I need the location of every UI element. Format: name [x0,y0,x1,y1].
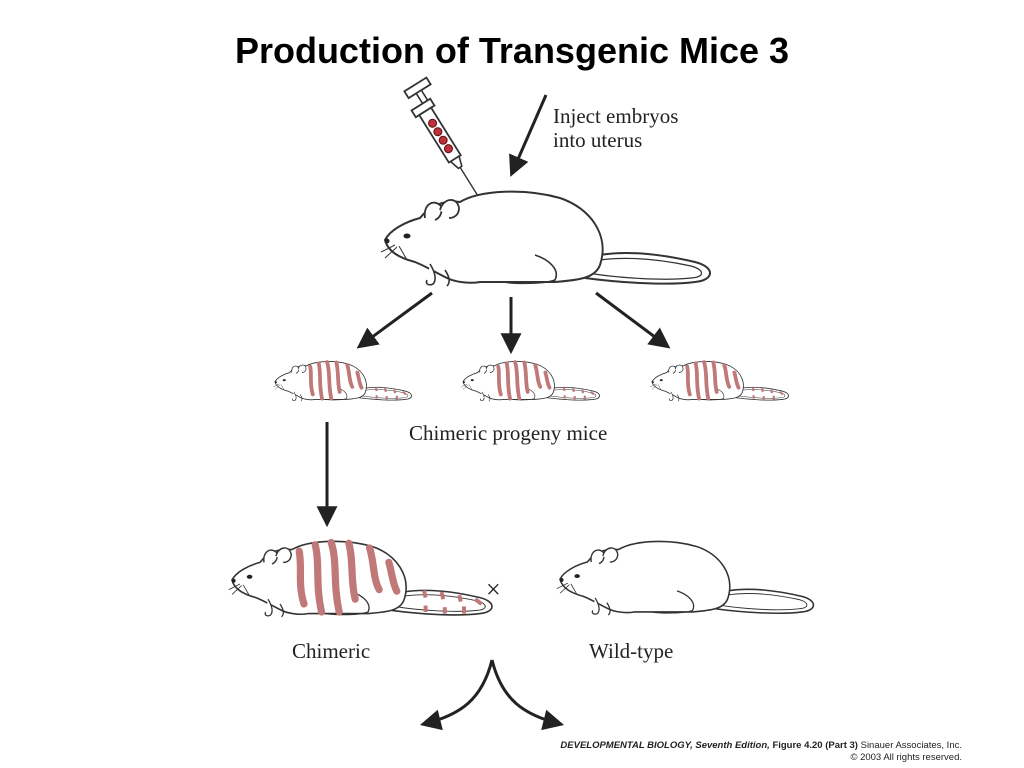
credit-figure: Figure 4.20 (Part 3) [772,740,858,751]
slide-title: Production of Transgenic Mice 3 [234,30,790,71]
progeny-mouse-3 [649,360,789,402]
credit-book: DEVELOPMENTAL BIOLOGY, Seventh Edition, [560,740,770,751]
wildtype-mouse [556,540,815,616]
inject-label-line-2: into uterus [553,128,643,152]
wildtype-label: Wild-type [589,639,674,663]
inject-label-line-1: Inject embryos [553,104,679,128]
progeny-mouse-1 [272,360,412,402]
inject-label: Inject embryos into uterus [553,104,678,152]
host-mouse [380,190,711,287]
figure-credit: DEVELOPMENTAL BIOLOGY, Seventh Edition, … [560,740,962,764]
arrow-branch-right [490,659,565,731]
credit-copyright: © 2003 All rights reserved. [850,752,962,763]
chimeric-label: Chimeric [292,639,371,663]
progeny-label: Chimeric progeny mice [409,421,608,445]
arrow-branch-left [419,659,494,731]
cross-symbol: × [486,575,501,604]
inject-arrow [509,94,548,177]
arrow-left [356,291,433,349]
syringe-icon [403,76,478,195]
arrow-right [595,291,671,349]
credit-publisher: Sinauer Associates, Inc. [860,740,962,751]
progeny-mouse-2 [460,360,600,402]
chimeric-mouse [228,541,493,618]
